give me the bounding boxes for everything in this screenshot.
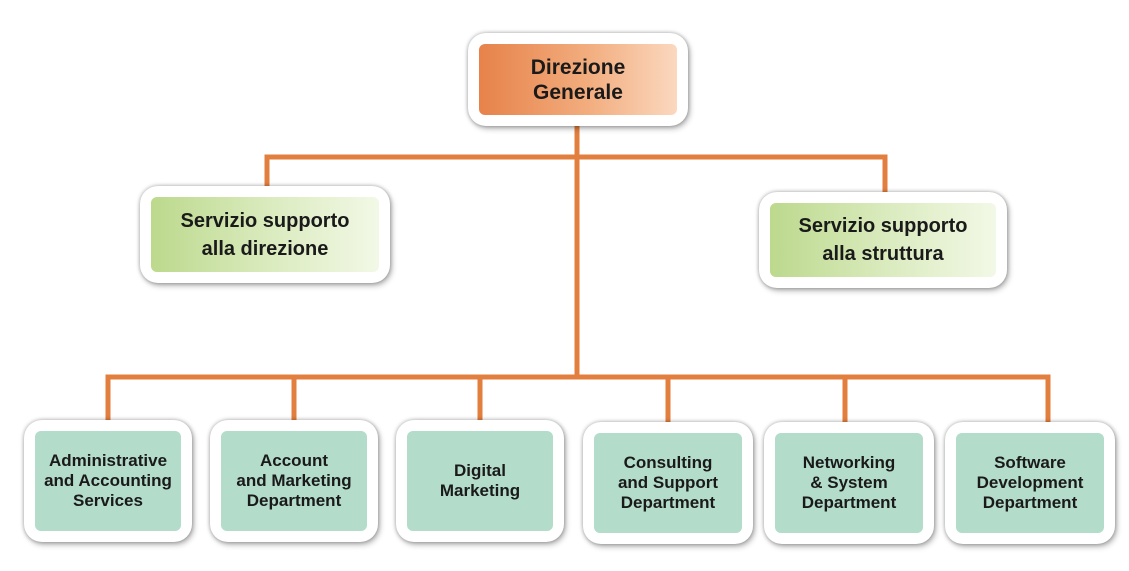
department-node-networking-system: Networking & System Department (764, 422, 934, 544)
root-node-label: Direzione Generale (479, 44, 677, 115)
department-node-software-development: Software Development Department (945, 422, 1115, 544)
department-node-label: Digital Marketing (407, 431, 553, 531)
department-node-account-marketing: Account and Marketing Department (210, 420, 378, 542)
support-node-label: Servizio supporto alla direzione (151, 197, 379, 272)
department-node-label: Account and Marketing Department (221, 431, 367, 531)
department-node-label: Networking & System Department (775, 433, 923, 533)
support-node-struttura: Servizio supporto alla struttura (759, 192, 1007, 288)
department-node-administrative: Administrative and Accounting Services (24, 420, 192, 542)
support-node-label: Servizio supporto alla struttura (770, 203, 996, 277)
department-node-consulting-support: Consulting and Support Department (583, 422, 753, 544)
department-node-label: Consulting and Support Department (594, 433, 742, 533)
department-node-label: Software Development Department (956, 433, 1104, 533)
department-node-label: Administrative and Accounting Services (35, 431, 181, 531)
root-node: Direzione Generale (468, 33, 688, 126)
department-node-digital-marketing: Digital Marketing (396, 420, 564, 542)
support-node-direzione: Servizio supporto alla direzione (140, 186, 390, 283)
